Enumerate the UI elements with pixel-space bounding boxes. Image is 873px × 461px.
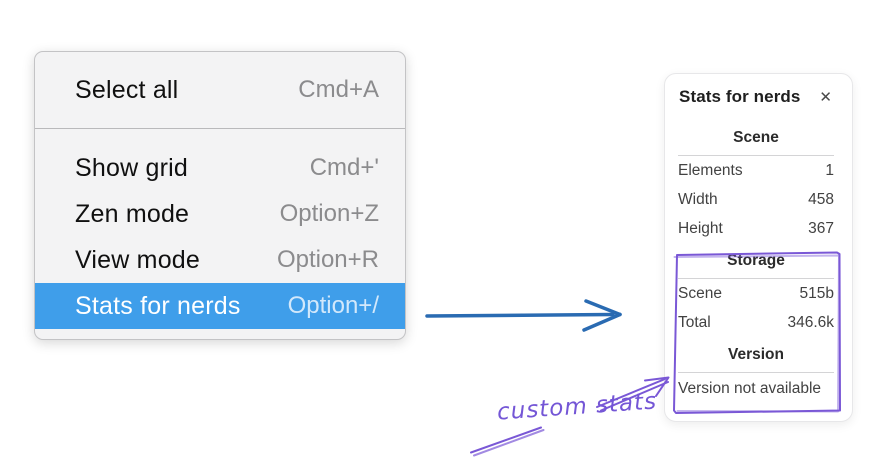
menu-item-shortcut: Option+/ bbox=[287, 292, 379, 319]
section-heading-scene: Scene bbox=[733, 129, 779, 146]
stat-label: Height bbox=[678, 219, 723, 237]
annotation-custom-stats: custom stats bbox=[496, 388, 658, 426]
stat-value: 458 bbox=[808, 190, 834, 208]
menu-divider bbox=[35, 128, 405, 129]
context-menu: Select all Cmd+A Show grid Cmd+' Zen mod… bbox=[34, 51, 406, 340]
menu-item-shortcut: Cmd+' bbox=[309, 154, 379, 181]
menu-item-zen-mode[interactable]: Zen mode Option+Z bbox=[35, 191, 405, 237]
menu-item-label: View mode bbox=[75, 245, 201, 274]
menu-item-select-all[interactable]: Select all Cmd+A bbox=[35, 64, 405, 116]
section-heading-version: Version bbox=[728, 346, 784, 363]
blue-arrow bbox=[425, 299, 622, 332]
menu-item-view-mode[interactable]: View mode Option+R bbox=[35, 237, 405, 283]
stat-label: Total bbox=[678, 313, 711, 331]
menu-item-label: Stats for nerds bbox=[75, 291, 241, 320]
menu-item-stats-for-nerds[interactable]: Stats for nerds Option+/ bbox=[35, 283, 405, 329]
close-icon[interactable]: ✕ bbox=[819, 88, 832, 106]
stat-row-elements: Elements 1 bbox=[678, 156, 834, 185]
stat-value: 346.6k bbox=[787, 313, 834, 331]
menu-item-shortcut: Option+Z bbox=[279, 200, 379, 227]
stat-value: 515b bbox=[799, 284, 834, 302]
stat-value: 1 bbox=[825, 161, 834, 179]
stats-panel-body: Scene Elements 1 Width 458 Height 367 St… bbox=[665, 128, 852, 400]
stat-row-total-storage: Total 346.6k bbox=[678, 308, 834, 337]
stat-label: Scene bbox=[678, 284, 722, 302]
menu-item-label: Show grid bbox=[75, 153, 188, 182]
stat-label: Width bbox=[678, 190, 718, 208]
menu-item-shortcut: Cmd+A bbox=[298, 76, 379, 103]
menu-item-label: Select all bbox=[75, 75, 179, 104]
stat-row-width: Width 458 bbox=[678, 185, 834, 214]
stat-row-scene-storage: Scene 515b bbox=[678, 279, 834, 308]
section-heading-storage: Storage bbox=[727, 252, 785, 269]
menu-group-view-options: Show grid Cmd+' Zen mode Option+Z View m… bbox=[35, 129, 405, 339]
section-divider bbox=[678, 155, 834, 156]
version-note: Version not available bbox=[678, 380, 822, 397]
section-divider bbox=[678, 372, 834, 373]
stat-label: Elements bbox=[678, 161, 743, 179]
stat-row-height: Height 367 bbox=[678, 214, 834, 243]
stats-panel-title: Stats for nerds bbox=[679, 87, 801, 106]
stats-panel-header: Stats for nerds ✕ bbox=[665, 74, 852, 107]
menu-item-label: Zen mode bbox=[75, 199, 190, 228]
stat-value: 367 bbox=[808, 219, 834, 237]
menu-item-show-grid[interactable]: Show grid Cmd+' bbox=[35, 145, 405, 191]
menu-group-top: Select all Cmd+A bbox=[35, 52, 405, 128]
menu-item-shortcut: Option+R bbox=[276, 246, 379, 273]
purple-annotation-arrow bbox=[470, 376, 670, 457]
stats-panel: Stats for nerds ✕ Scene Elements 1 Width… bbox=[664, 73, 853, 422]
